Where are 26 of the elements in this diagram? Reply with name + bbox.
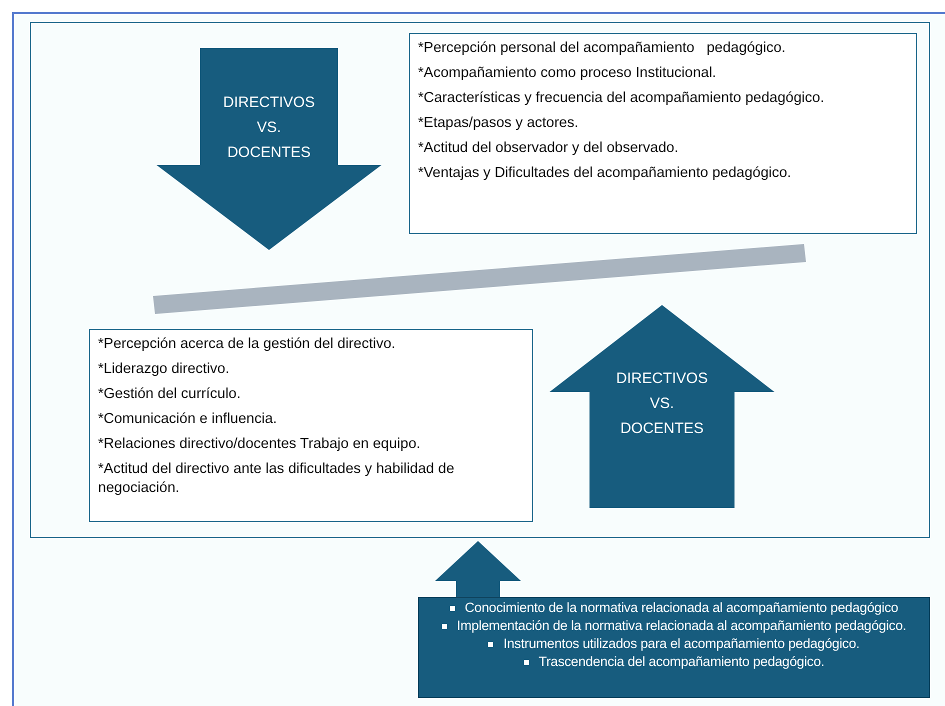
topic-text: Instrumentos utilizados para el acompañamiento pedagógico. [503,635,860,653]
list-item-text: *Comunicación e influencia. [98,410,278,429]
list-box [89,329,533,522]
topic-text: Trascendencia del acompañamiento pedagógico. [538,653,824,671]
list-item-text: *Acompañamiento como proceso Institucional. [418,64,718,83]
topic-text: Conocimiento de la normativa relacionada al acompañamiento pedagógico [464,599,898,617]
list-item-text: *Gestión del currículo. [98,385,242,404]
list-item-text: *Percepción acerca de la gestión del directivo. [98,335,396,354]
seesaw-bar [151,241,809,317]
list-item-text: *Liderazgo directivo. [98,360,230,379]
list-item-text: *Actitud del observador y del observado. [418,139,680,158]
list-box [409,33,917,234]
list-item-text: *Ventajas y Dificultades del acompañamiento pedagógico. [418,164,792,183]
block-arrow [435,541,521,597]
topics-band [418,597,930,698]
list-item-text: *Etapas/pasos y actores. [418,114,580,133]
list-item-text: *Percepción personal del acompañamiento pedagógico. [418,39,787,58]
arrow-label: DIRECTIVOS VS. DOCENTES [222,93,316,163]
frame-box [30,22,930,538]
list-item-text: *Características y frecuencia del acompañamiento pedagógico. [418,89,826,108]
list-item-text: *Actitud del directivo ante las dificultades y habilidad de negociación. [98,460,456,498]
block-arrow [550,305,774,508]
block-arrow [156,48,382,250]
arrow-label: DIRECTIVOS VS. DOCENTES [615,369,709,439]
list-item-text: *Relaciones directivo/docentes Trabajo en equipo. [98,435,422,454]
topic-text: Implementación de la normativa relacionada al acompañamiento pedagógico. [456,617,906,635]
